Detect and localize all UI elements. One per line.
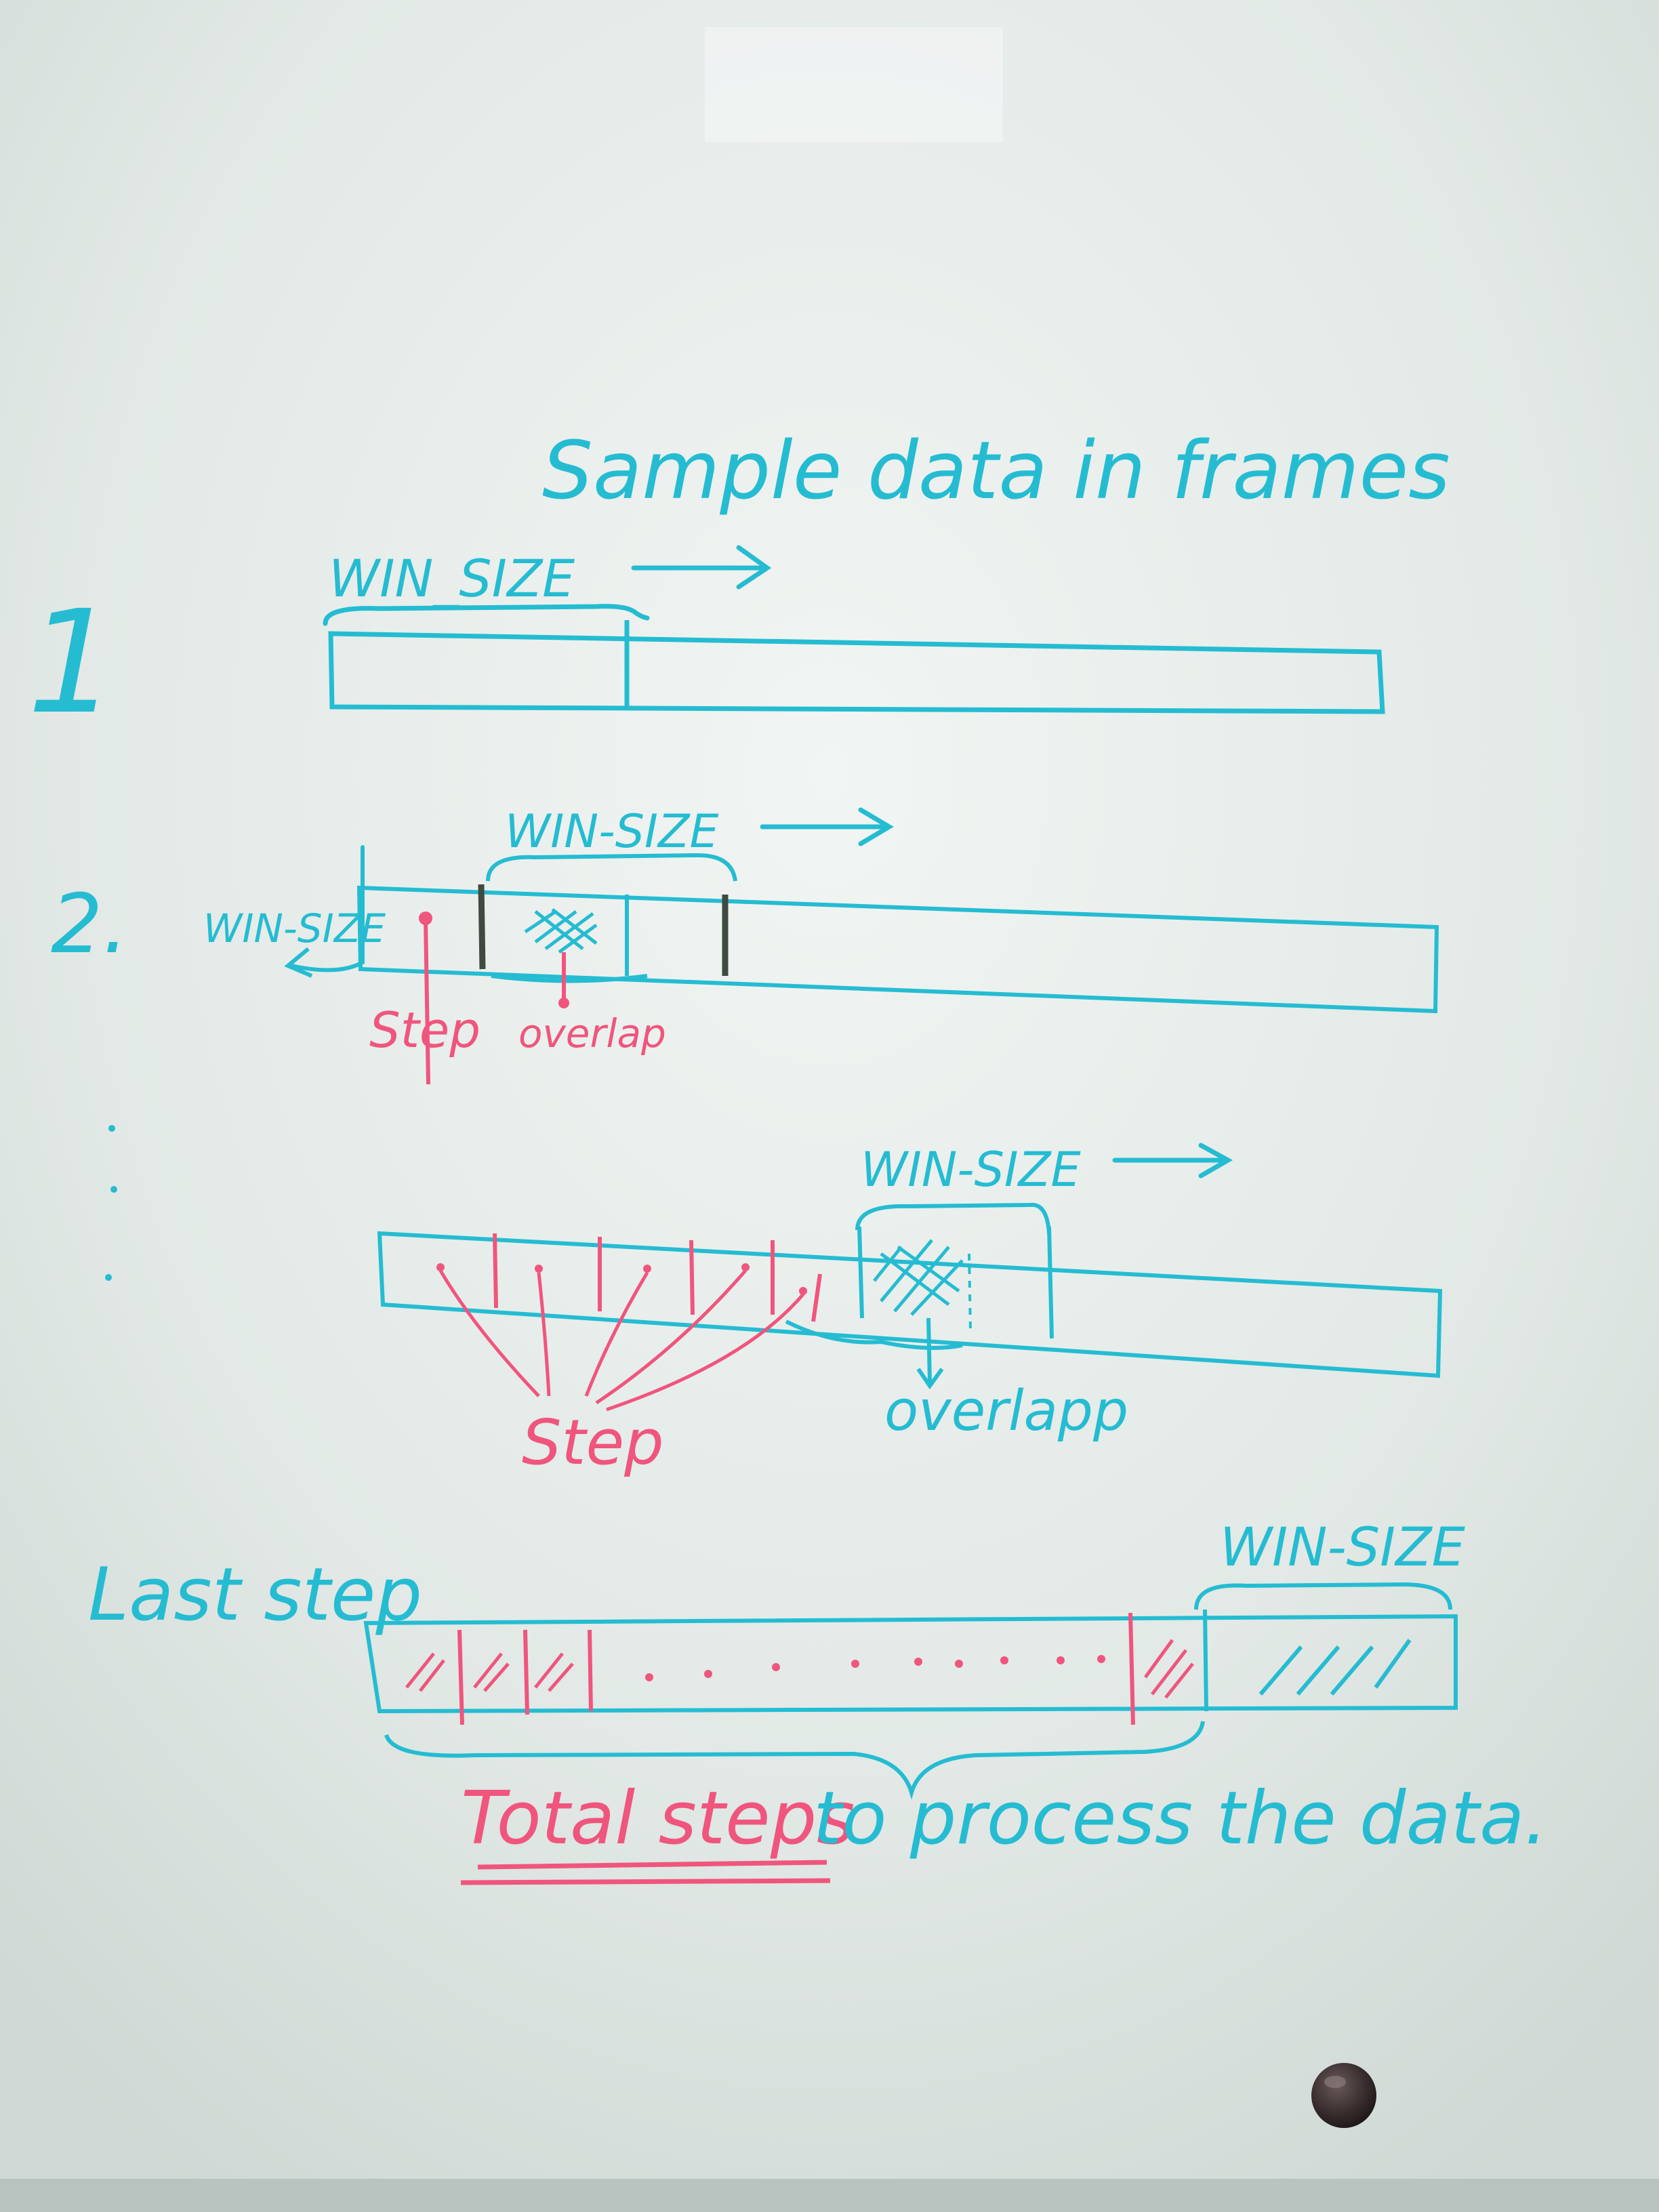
section-2-win-size-label: WIN-SIZE	[505, 805, 718, 859]
right-arrow-icon	[631, 545, 772, 590]
section-3-window-end	[1047, 1226, 1054, 1339]
section-2-number: 2.	[51, 878, 129, 972]
section-4-window-start	[1203, 1609, 1208, 1712]
section-3-overlap-label: overlapp	[884, 1379, 1128, 1443]
left-arrow-icon	[284, 947, 313, 978]
section-1: 1 WIN_SIZE	[27, 545, 1385, 745]
section-3-step-pointers	[438, 1269, 804, 1412]
section-2-overlap-hatch	[524, 908, 598, 954]
section-2-data-bar	[356, 885, 1439, 1014]
section-3-data-bar	[377, 1231, 1443, 1378]
right-arrow-icon	[760, 807, 894, 846]
section-2-bottom-brace	[491, 974, 648, 983]
section-3-overlap-pointer	[926, 1317, 932, 1383]
section-4-step-hatches	[405, 1639, 1194, 1699]
section-3-window-brace	[855, 1202, 1051, 1234]
section-3-step-label: Step	[522, 1406, 663, 1479]
ellipsis-dot	[105, 1274, 112, 1281]
section-3-window-start	[857, 1226, 864, 1319]
section-2-step-divider	[478, 884, 486, 970]
ellipsis-dot	[110, 1186, 117, 1193]
section-4-win-size-label: WIN-SIZE	[1220, 1517, 1466, 1578]
section-2-step-pointer	[424, 918, 430, 1085]
section-2: 2. WIN-SIZE WIN-SIZE Step overlap	[51, 805, 1439, 1085]
section-2-window-brace	[486, 853, 737, 882]
caption-underlined-text: Total steps	[461, 1776, 855, 1861]
section-2-overlap-label: overlap	[518, 1010, 666, 1057]
section-2-overlap-dot	[558, 998, 569, 1008]
section-4-ellipsis-dots	[645, 1655, 1105, 1681]
section-4: Last step WIN-SIZE	[88, 1517, 1548, 1885]
section-3-win-size-label: WIN-SIZE	[861, 1142, 1082, 1197]
section-3: WIN-SIZE S	[105, 1125, 1443, 1479]
section-1-window-brace	[323, 604, 650, 626]
caption-rest-text: to process the data.	[813, 1776, 1548, 1861]
ellipsis-dot	[108, 1125, 115, 1132]
section-3-overlap-hatch	[873, 1239, 964, 1316]
section-1-win-size-label: WIN_SIZE	[329, 548, 575, 609]
section-2-step-label: Step	[369, 1002, 480, 1059]
section-4-data-bar	[363, 1614, 1458, 1714]
section-2-previous-win-size-label: WIN-SIZE	[203, 905, 386, 951]
right-arrow-icon	[1112, 1143, 1233, 1179]
section-3-step-dividers	[493, 1233, 822, 1322]
down-arrow-icon	[916, 1368, 944, 1390]
board-magnet-icon	[1311, 2063, 1376, 2128]
caption-underline-2	[460, 1878, 831, 1885]
section-4-total-steps-brace	[384, 1721, 1205, 1800]
section-3-step-dots	[436, 1263, 807, 1295]
section-1-number: 1	[27, 579, 118, 745]
caption-underline-1	[477, 1860, 827, 1870]
section-3-overlap-brace	[785, 1319, 963, 1350]
section-4-window-brace	[1194, 1582, 1452, 1610]
diagram-title: Sample data in frames	[542, 424, 1450, 517]
section-1-data-bar	[328, 631, 1385, 714]
section-4-step-dividers	[457, 1612, 1135, 1725]
section-4-window-hatch	[1258, 1639, 1412, 1696]
ceiling-light-reflection	[705, 27, 1003, 142]
board-bottom-frame	[0, 2179, 1659, 2212]
